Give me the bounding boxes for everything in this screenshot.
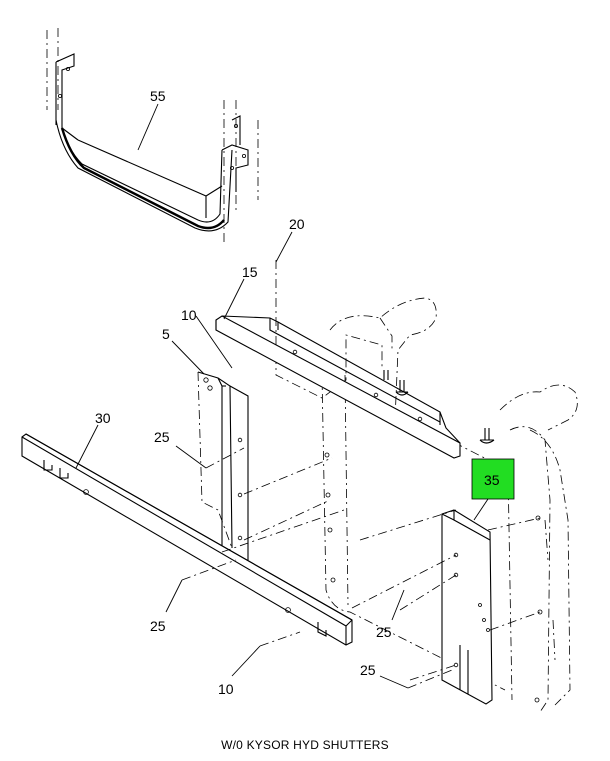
callout-20: 20: [289, 216, 305, 232]
part-35-plate: 35 25 25: [351, 458, 541, 705]
callout-5: 5: [162, 326, 170, 342]
callout-25-right: 25: [376, 624, 392, 640]
callout-35-highlight: [471, 458, 515, 500]
callout-25-bottom: 25: [360, 662, 376, 678]
part-30-bar: 30: [21, 410, 353, 646]
callout-25-lower-left: 25: [150, 618, 166, 634]
callout-30: 30: [95, 410, 111, 426]
part-55-bracket: 55: [46, 28, 259, 245]
part-15-angle: 15: [215, 264, 461, 459]
callout-55: 55: [150, 88, 166, 104]
callout-25-upper: 25: [154, 429, 170, 445]
diagram-caption: W/0 KYSOR HYD SHUTTERS: [221, 738, 389, 752]
part-20-plate: 20: [275, 216, 383, 399]
callout-15: 15: [242, 264, 258, 280]
callout-10-lower: 10: [218, 681, 234, 697]
fastener-leaders: 25 25 10: [150, 429, 345, 697]
callout-35: 35: [484, 472, 500, 488]
part-5-bracket: 10 5: [162, 307, 249, 566]
callout-10-upper: 10: [181, 307, 197, 323]
